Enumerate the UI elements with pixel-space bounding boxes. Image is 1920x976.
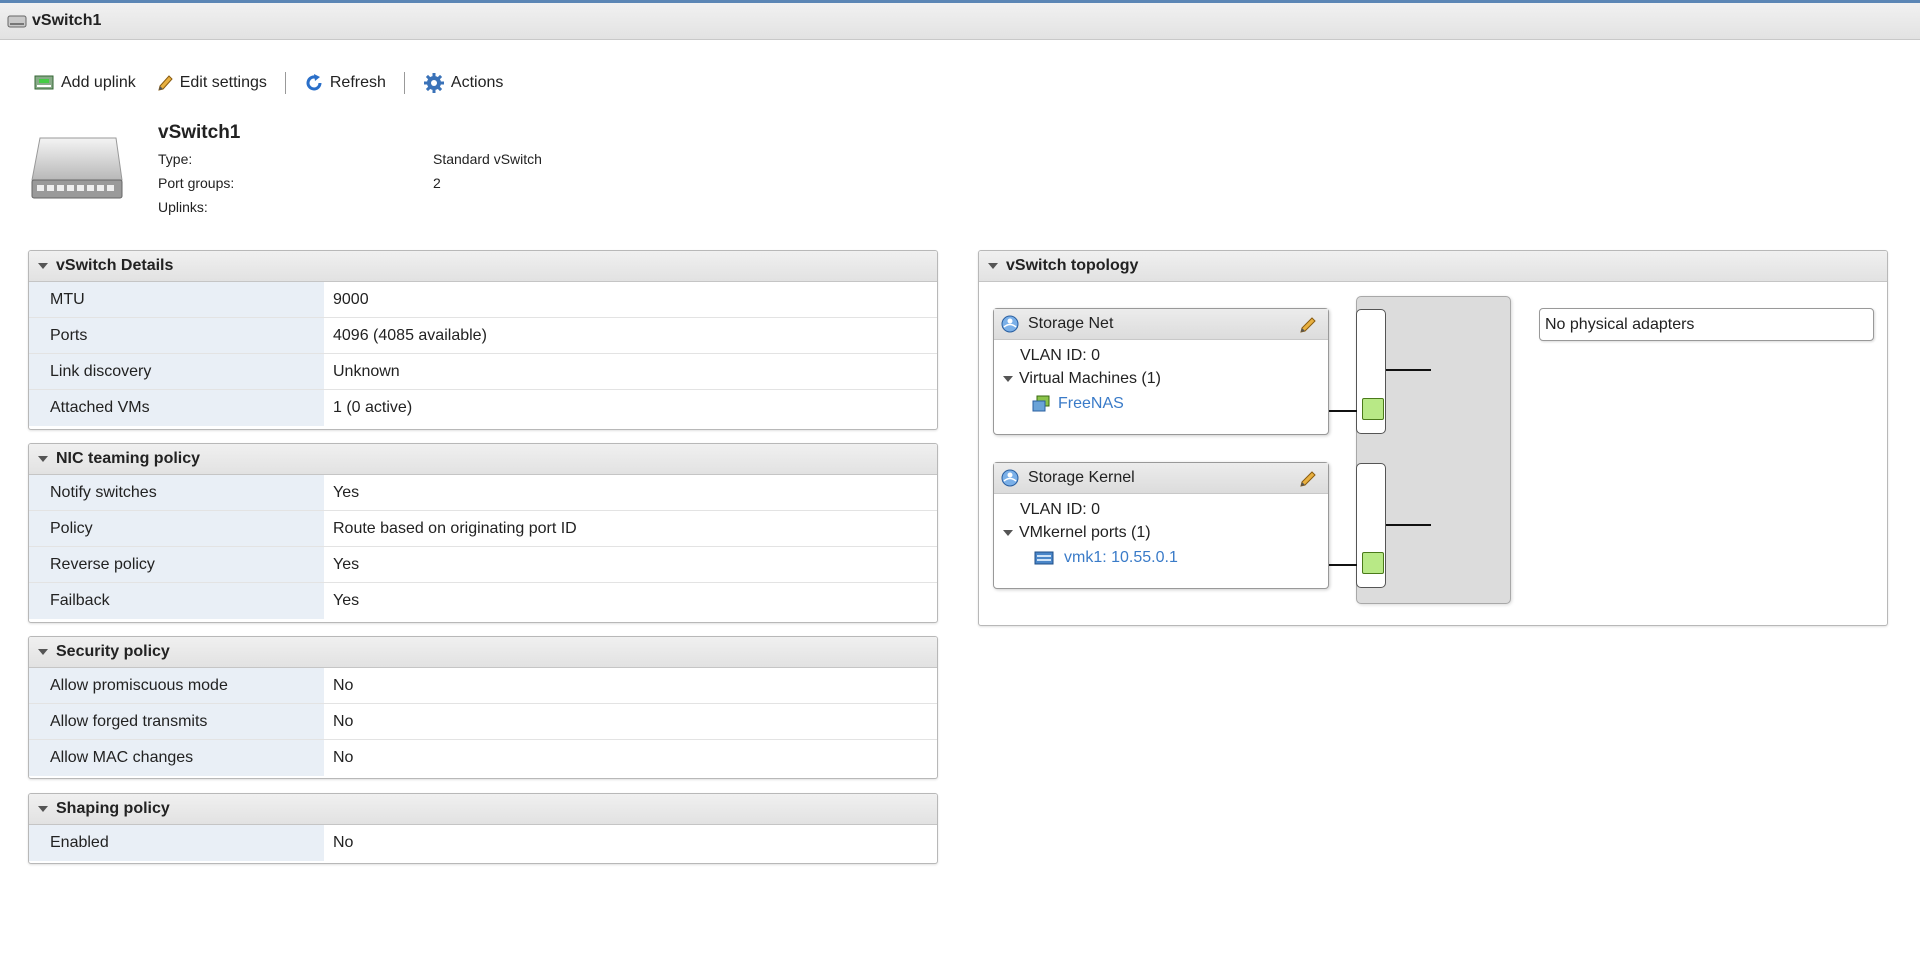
vmkernel-nic-icon — [1034, 551, 1054, 565]
add-uplink-button[interactable]: Add uplink — [34, 73, 136, 93]
switch-port — [1362, 552, 1384, 574]
virtual-machine-icon — [1032, 395, 1050, 412]
vm-group-toggle[interactable]: Virtual Machines (1) — [1003, 370, 1161, 388]
topology-diagram: Storage Net VLAN ID: 0 Virtual Machines … — [979, 251, 1887, 625]
vmkernel-item: vmk1: 10.55.0.1 — [1034, 549, 1178, 567]
vmkernel-link-vmk1[interactable]: vmk1: 10.55.0.1 — [1064, 549, 1178, 566]
toolbar-separator — [403, 72, 405, 94]
vswitch-large-icon — [31, 137, 123, 199]
physical-adapters-box: No physical adapters — [1539, 308, 1874, 341]
collapse-caret-icon — [38, 263, 48, 269]
vswitch-topology-panel: vSwitch topology Storage Net VLA — [978, 250, 1888, 626]
vswitch-details-header[interactable]: vSwitch Details — [29, 251, 937, 282]
vm-link-freenas[interactable]: FreeNAS — [1058, 395, 1124, 412]
connector-line — [1386, 369, 1431, 371]
refresh-icon — [306, 74, 322, 91]
network-globe-icon — [1001, 315, 1019, 333]
connector-line — [1386, 524, 1431, 526]
port-group-card-storage-net[interactable]: Storage Net VLAN ID: 0 Virtual Machines … — [993, 308, 1329, 435]
connector-line — [1329, 564, 1357, 566]
refresh-button[interactable]: Refresh — [304, 73, 386, 93]
type-value: Standard vSwitch — [433, 151, 542, 167]
collapse-caret-icon — [38, 806, 48, 812]
port-groups-value: 2 — [433, 175, 441, 191]
nic-teaming-header[interactable]: NIC teaming policy — [29, 444, 937, 475]
vlan-id: VLAN ID: 0 — [1020, 347, 1101, 364]
add-uplink-icon — [34, 75, 54, 90]
port-groups-label: Port groups: — [158, 175, 235, 191]
security-policy-header[interactable]: Security policy — [29, 637, 937, 668]
expand-caret-icon — [1003, 375, 1013, 382]
vmkernel-group-toggle[interactable]: VMkernel ports (1) — [1003, 524, 1151, 542]
uplinks-label: Uplinks: — [158, 199, 208, 215]
port-group-name: Storage Kernel — [1028, 469, 1135, 486]
pencil-icon — [158, 75, 173, 91]
expand-caret-icon — [1003, 529, 1013, 536]
port-group-name: Storage Net — [1028, 315, 1114, 332]
vlan-id: VLAN ID: 0 — [1020, 501, 1101, 518]
actions-button[interactable]: Actions — [423, 72, 503, 94]
collapse-caret-icon — [988, 263, 998, 269]
toolbar: Add uplink Edit settings Refresh Acti — [34, 70, 503, 96]
shaping-policy-header[interactable]: Shaping policy — [29, 794, 937, 825]
vswitch-summary: vSwitch1 Type: Standard vSwitch Port gro… — [30, 122, 630, 222]
port-group-header: Storage Net — [994, 309, 1328, 340]
type-label: Type: — [158, 151, 193, 167]
vswitch-topology-header[interactable]: vSwitch topology — [979, 251, 1887, 282]
edit-pencil-icon[interactable] — [1298, 469, 1318, 489]
edit-pencil-icon[interactable] — [1298, 315, 1318, 335]
vswitch-name: vSwitch1 — [158, 122, 241, 143]
window-title: vSwitch1 — [32, 12, 102, 29]
connector-line — [1329, 410, 1357, 412]
vm-item: FreeNAS — [1032, 395, 1124, 413]
gear-icon — [423, 73, 444, 93]
port-group-header: Storage Kernel — [994, 463, 1328, 494]
vswitch-icon — [7, 15, 27, 27]
network-globe-icon — [1001, 469, 1019, 487]
port-group-card-storage-kernel[interactable]: Storage Kernel VLAN ID: 0 VMkernel ports… — [993, 462, 1329, 589]
window-titlebar: vSwitch1 — [0, 0, 1920, 40]
collapse-caret-icon — [38, 456, 48, 462]
toolbar-separator — [284, 72, 286, 94]
edit-settings-button[interactable]: Edit settings — [156, 73, 267, 93]
switch-port — [1362, 398, 1384, 420]
collapse-caret-icon — [38, 649, 48, 655]
